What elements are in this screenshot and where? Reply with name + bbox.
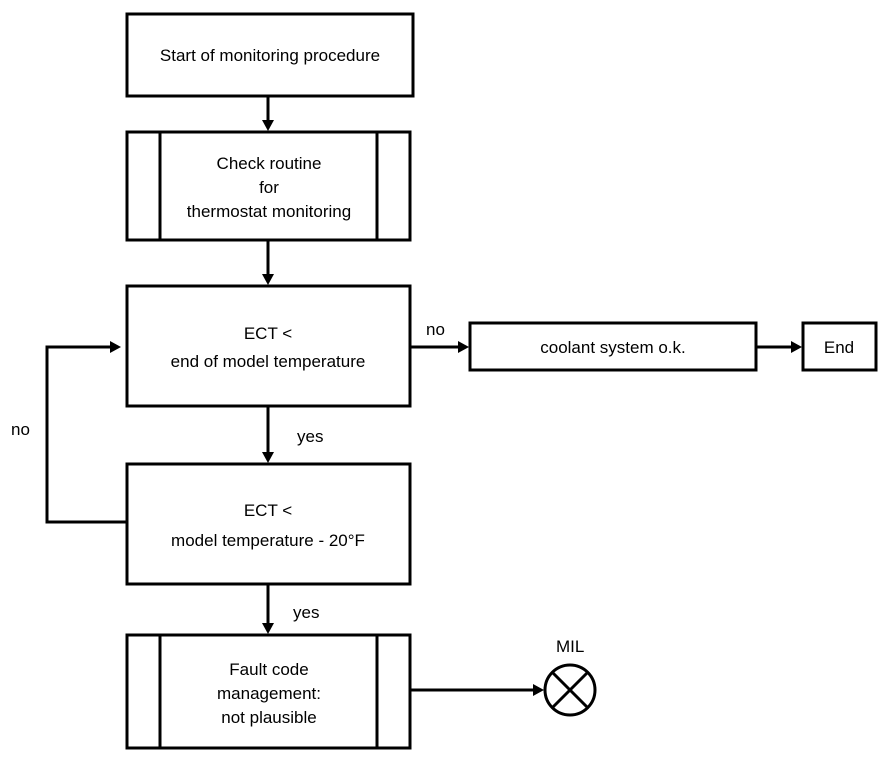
mil-lamp-icon	[543, 663, 597, 717]
no-label-left: no	[11, 420, 30, 439]
start-label: Start of monitoring procedure	[160, 46, 380, 65]
fault-code-line2: management:	[217, 684, 321, 703]
check-routine-line3: thermostat monitoring	[187, 202, 351, 221]
decision1-line2: end of model temperature	[171, 352, 366, 371]
end-label: End	[824, 338, 854, 357]
fault-code-box: Fault code management: not plausible	[125, 633, 412, 750]
connector-decision2-loop-back: no	[11, 341, 127, 524]
fault-code-line1: Fault code	[229, 660, 308, 679]
check-routine-box: Check routine for thermostat monitoring	[125, 130, 412, 242]
decision2-box: ECT < model temperature - 20°F	[125, 462, 412, 586]
decision2-line2: model temperature - 20°F	[171, 531, 365, 550]
end-box: End	[801, 321, 878, 372]
start-box: Start of monitoring procedure	[125, 12, 415, 98]
connector-decision1-coolant: no	[410, 320, 469, 353]
no-label-right: no	[426, 320, 445, 339]
decision2-line1: ECT <	[244, 501, 292, 520]
check-routine-line1: Check routine	[217, 154, 322, 173]
yes-label-1: yes	[297, 427, 323, 446]
connector-fault-mil	[410, 684, 544, 696]
coolant-ok-label: coolant system o.k.	[540, 338, 686, 357]
yes-label-2: yes	[293, 603, 319, 622]
connector-coolant-end	[756, 341, 802, 353]
decision1-line1: ECT <	[244, 324, 292, 343]
check-routine-line2: for	[259, 178, 279, 197]
connector-decision2-fault: yes	[262, 584, 319, 634]
connector-decision1-decision2: yes	[262, 406, 323, 463]
decision1-box: ECT < end of model temperature	[125, 284, 412, 408]
connector-start-check	[262, 96, 274, 131]
mil-label: MIL	[556, 637, 584, 656]
connector-check-decision1	[262, 240, 274, 285]
fault-code-line3: not plausible	[221, 708, 316, 727]
coolant-ok-box: coolant system o.k.	[468, 321, 758, 372]
